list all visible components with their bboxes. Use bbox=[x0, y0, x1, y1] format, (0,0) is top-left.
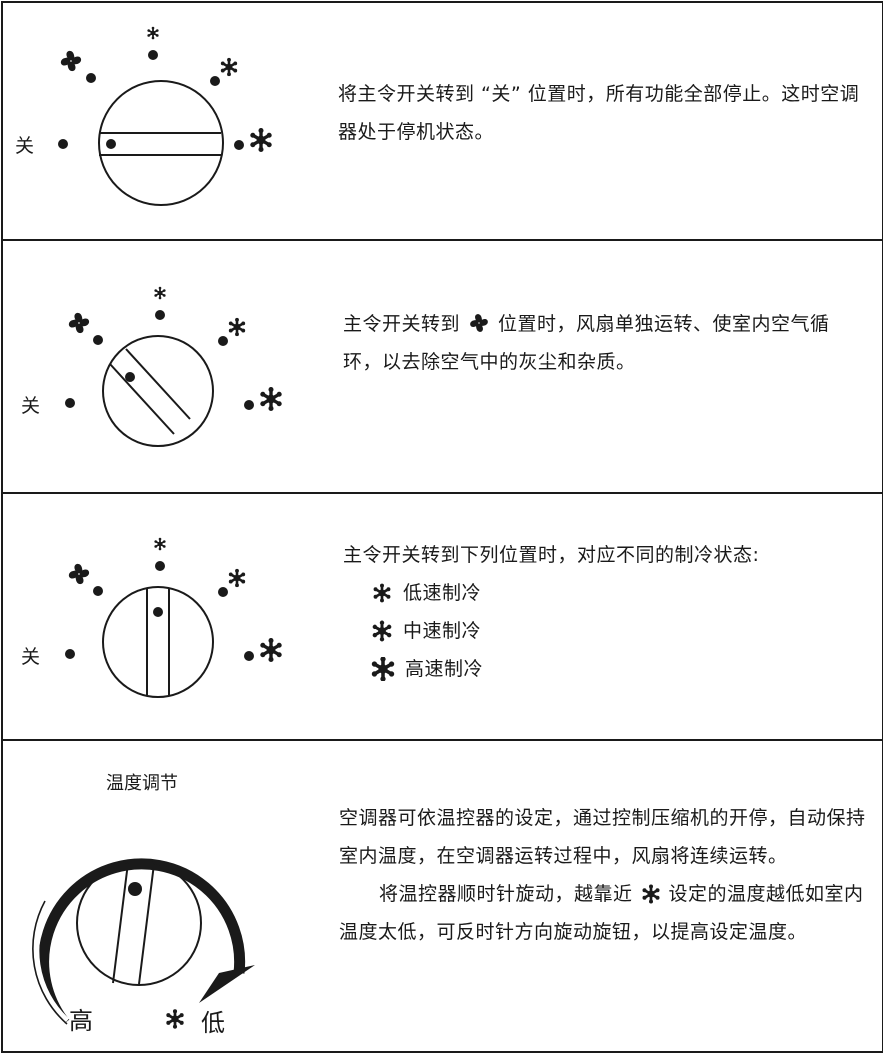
selector-dial-cooling bbox=[65, 536, 284, 698]
low-label: 低 bbox=[201, 1009, 225, 1037]
snowflake-medium-icon bbox=[371, 620, 393, 642]
fan-icon bbox=[68, 312, 90, 334]
panel-off-text: 将主令开关转到 “关” 位置时，所有功能全部停止。这时空调器处于停机状态。 bbox=[338, 83, 860, 143]
thermostat-dial bbox=[27, 858, 255, 1031]
snowflake-medium-icon bbox=[227, 316, 247, 338]
off-label: 关 bbox=[21, 646, 41, 668]
panel-temperature-text: 空调器可依温控器的设定，通过控制压缩机的开停，自动保持室内温度，在空调器运转过程… bbox=[339, 807, 866, 943]
cooling-mode-low: 低速制冷 bbox=[343, 574, 863, 612]
snowflake-small-icon bbox=[153, 536, 167, 552]
snowflake-medium-icon bbox=[164, 1007, 186, 1031]
panel-off: 关 将主令开关转到 “关” 位置时，所有功能全部停止。这时空调器处于停机状态。 bbox=[3, 3, 882, 241]
rotate-arrow-icon bbox=[199, 965, 255, 1003]
off-label: 关 bbox=[15, 135, 35, 157]
snowflake-large-icon bbox=[371, 657, 395, 681]
fan-icon bbox=[470, 314, 488, 332]
snowflake-medium-icon bbox=[640, 884, 661, 904]
snowflake-medium-icon bbox=[219, 56, 239, 78]
snowflake-small-icon bbox=[372, 582, 392, 604]
selector-dial-off bbox=[58, 25, 274, 206]
snowflake-small-icon bbox=[153, 285, 167, 301]
snowflake-small-icon bbox=[146, 25, 160, 41]
snowflake-large-icon bbox=[248, 126, 274, 154]
high-label: 高 bbox=[69, 1007, 93, 1035]
selector-dial-fan bbox=[65, 285, 284, 447]
panel-cooling: 关 主令开关转到下列位置时，对应不同的制冷状态: 低速制冷 中速制冷 高速制冷 bbox=[3, 494, 882, 741]
temperature-title: 温度调节 bbox=[106, 773, 178, 794]
snowflake-large-icon bbox=[258, 385, 284, 413]
fan-icon bbox=[60, 50, 82, 72]
panel-temperature: 温度调节 高 低 空调器可依温控器的设定，通过控制压缩机的开停，自动保持室内温度… bbox=[3, 741, 882, 1051]
panel-fan: 关 主令开关转到位置时，风扇单独运转、使室内空气循环，以去除空气中的灰尘和杂质。 bbox=[3, 241, 882, 494]
snowflake-large-icon bbox=[258, 636, 284, 664]
fan-icon bbox=[68, 563, 90, 585]
cooling-mode-high: 高速制冷 bbox=[343, 650, 863, 688]
off-label: 关 bbox=[21, 395, 41, 417]
panel-cooling-text: 主令开关转到下列位置时，对应不同的制冷状态: 低速制冷 中速制冷 高速制冷 bbox=[343, 536, 863, 688]
snowflake-medium-icon bbox=[227, 567, 247, 589]
panel-fan-text: 主令开关转到位置时，风扇单独运转、使室内空气循环，以去除空气中的灰尘和杂质。 bbox=[343, 313, 830, 373]
cooling-mode-medium: 中速制冷 bbox=[343, 612, 863, 650]
